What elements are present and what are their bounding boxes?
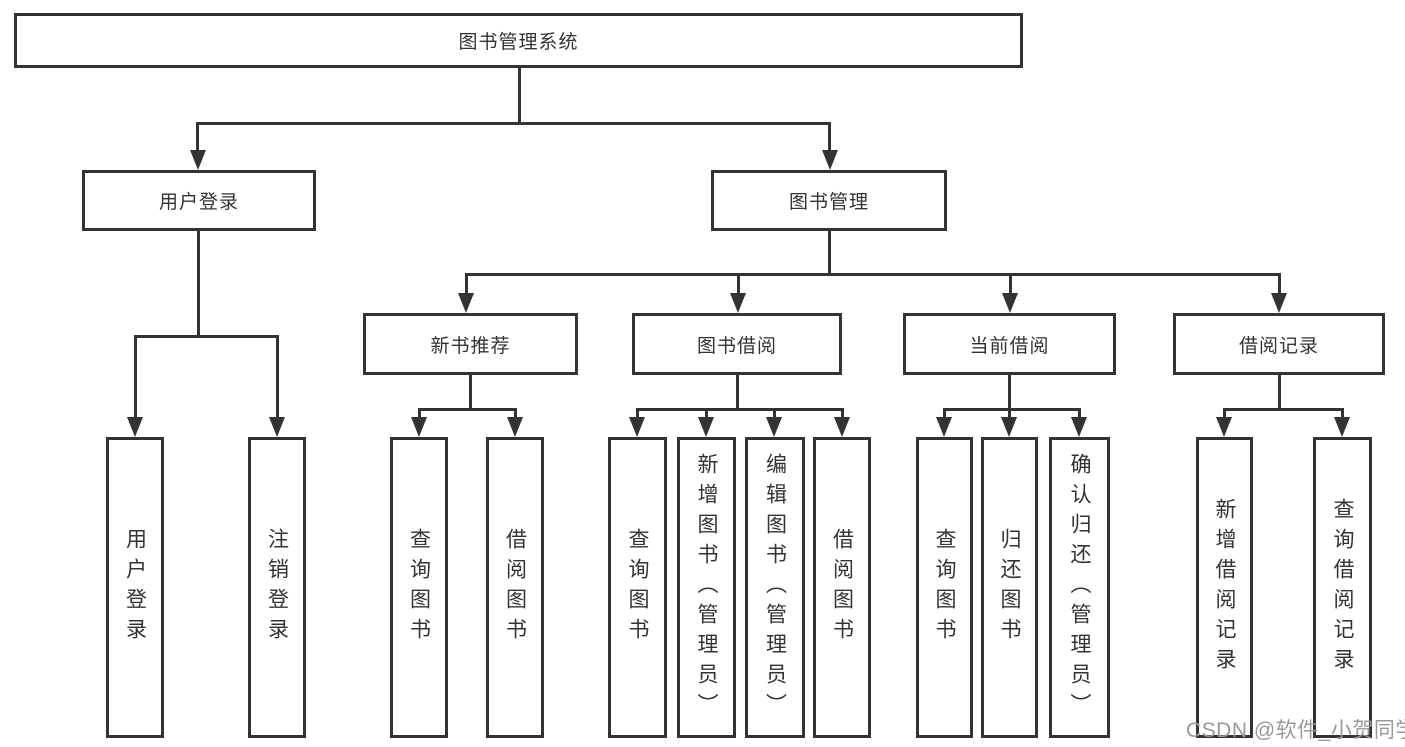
arrowhead-icon (834, 417, 850, 437)
node-root: 图书管理系统 (14, 13, 1023, 68)
arrowhead-icon (1216, 417, 1232, 437)
leaf-return-book: 归还图书 (981, 437, 1038, 738)
connector-line (1008, 375, 1011, 408)
arrowhead-icon (936, 417, 952, 437)
leaf-confirm-return-admin: 确认归还（管理员） (1049, 437, 1110, 738)
arrowhead-icon (1334, 417, 1350, 437)
leaf-query-borrow-record: 查询借阅记录 (1313, 437, 1372, 738)
leaf-add-book-admin-label: 新增图书（管理员） (695, 452, 718, 723)
connector-line (418, 408, 517, 411)
leaf-current-query-books: 查询图书 (916, 437, 973, 738)
leaf-newbooks-borrow-books: 借阅图书 (486, 437, 544, 738)
node-current-borrow-label: 当前借阅 (969, 335, 1050, 357)
leaf-user-login-label: 用户登录 (123, 527, 147, 648)
connector-line (773, 408, 776, 421)
arrowhead-icon (1071, 417, 1087, 437)
leaf-add-borrow-record-label: 新增借阅记录 (1213, 497, 1236, 678)
arrowhead-icon (1002, 293, 1018, 313)
connector-line (196, 122, 831, 125)
arrowhead-icon (766, 417, 782, 437)
arrowhead-icon (1001, 417, 1017, 437)
connector-line (1278, 273, 1281, 297)
leaf-current-query-books-label: 查询图书 (933, 527, 956, 648)
connector-line (465, 273, 1281, 276)
connector-line (418, 408, 421, 421)
leaf-confirm-return-admin-label: 确认归还（管理员） (1068, 452, 1091, 723)
arrowhead-icon (190, 150, 206, 170)
leaf-edit-book-admin: 编辑图书（管理员） (745, 437, 805, 738)
arrowhead-icon (698, 417, 714, 437)
connector-line (943, 408, 946, 421)
leaf-return-book-label: 归还图书 (998, 527, 1021, 648)
connector-line (737, 273, 740, 297)
connector-line (828, 231, 831, 273)
connector-line (514, 408, 517, 421)
node-user-login: 用户登录 (82, 170, 316, 231)
leaf-add-book-admin: 新增图书（管理员） (677, 437, 736, 738)
leaf-query-borrow-record-label: 查询借阅记录 (1331, 497, 1354, 678)
arrowhead-icon (507, 417, 523, 437)
arrowhead-icon (411, 417, 427, 437)
connector-line (841, 408, 844, 421)
leaf-add-borrow-record: 新增借阅记录 (1196, 437, 1253, 738)
node-borrow-records-label: 借阅记录 (1238, 335, 1319, 357)
node-new-books-label: 新书推荐 (430, 335, 511, 357)
leaf-borrow-query-books: 查询图书 (608, 437, 667, 738)
node-root-label: 图书管理系统 (458, 32, 579, 53)
node-borrow-records: 借阅记录 (1173, 313, 1385, 375)
leaf-borrow-query-books-label: 查询图书 (626, 527, 649, 648)
connector-line (1078, 408, 1081, 421)
connector-line (636, 408, 639, 421)
leaf-borrow-borrow-books: 借阅图书 (813, 437, 871, 738)
leaf-user-login: 用户登录 (106, 437, 164, 738)
node-current-borrow: 当前借阅 (903, 313, 1116, 375)
connector-line (197, 231, 200, 335)
arrowhead-icon (730, 293, 746, 313)
node-user-login-label: 用户登录 (158, 192, 239, 213)
leaf-logout-label: 注销登录 (265, 527, 289, 648)
leaf-newbooks-query-books-label: 查询图书 (407, 527, 431, 648)
arrowhead-icon (629, 417, 645, 437)
leaf-newbooks-query-books: 查询图书 (390, 437, 448, 738)
node-new-books: 新书推荐 (363, 313, 578, 375)
connector-line (465, 273, 468, 297)
arrowhead-icon (1271, 293, 1287, 313)
connector-line (1278, 375, 1281, 408)
connector-line (828, 122, 831, 154)
node-book-mgmt-label: 图书管理 (788, 192, 869, 213)
connector-line (134, 335, 279, 338)
connector-line (1223, 408, 1226, 421)
watermark: CSDN @软件_小贺同学 (1186, 719, 1405, 742)
node-book-borrow-label: 图书借阅 (696, 335, 777, 357)
connector-line (1223, 408, 1344, 411)
arrowhead-icon (269, 417, 285, 437)
connector-line (1341, 408, 1344, 421)
connector-line (705, 408, 708, 421)
connector-line (196, 122, 199, 154)
connector-line (1009, 273, 1012, 297)
node-book-borrow: 图书借阅 (632, 313, 842, 375)
connector-line (1008, 408, 1011, 421)
leaf-logout: 注销登录 (248, 437, 306, 738)
connector-line (469, 375, 472, 408)
arrowhead-icon (458, 293, 474, 313)
arrowhead-icon (822, 150, 838, 170)
leaf-edit-book-admin-label: 编辑图书（管理员） (763, 452, 787, 723)
connector-line (276, 335, 279, 421)
connector-line (636, 408, 844, 411)
connector-line (134, 335, 137, 421)
connector-line (518, 68, 521, 122)
arrowhead-icon (127, 417, 143, 437)
connector-line (943, 408, 1081, 411)
connector-line (736, 375, 739, 408)
leaf-newbooks-borrow-books-label: 借阅图书 (503, 527, 527, 648)
leaf-borrow-borrow-books-label: 借阅图书 (830, 527, 854, 648)
node-book-mgmt: 图书管理 (711, 170, 947, 231)
